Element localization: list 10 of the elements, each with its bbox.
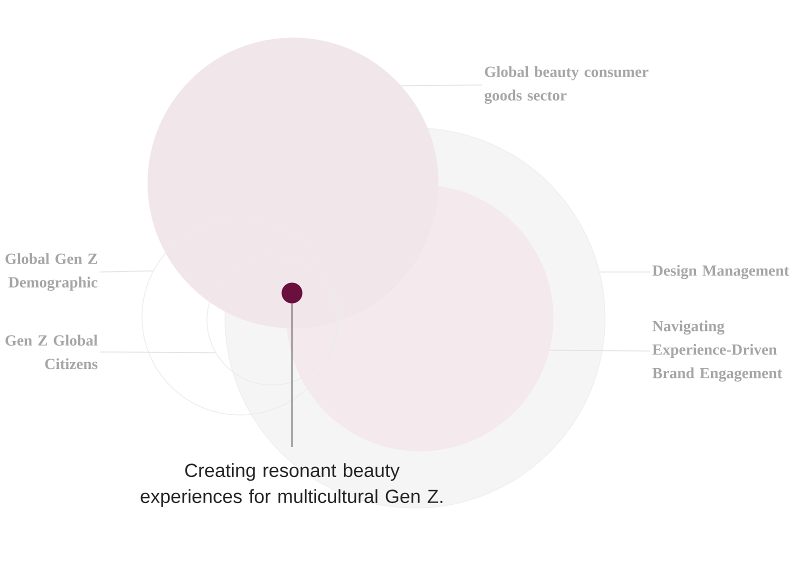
- circle: [206, 254, 338, 386]
- caption-text: Creating resonant beauty experiences for multicultural Gen Z.: [140, 463, 442, 507]
- circle: [148, 38, 438, 328]
- label-text: Gen Z Global Citizens: [6, 334, 98, 370]
- label-text: Design Management: [652, 264, 790, 280]
- dot-marker: [282, 282, 302, 304]
- label-text: Global beauty consumer goods sector: [484, 66, 648, 104]
- label-text: Navigating Experience-Driven Brand Engagement: [652, 320, 782, 382]
- circle: [142, 218, 338, 416]
- label-text: Global Gen Z Demographic: [6, 253, 98, 291]
